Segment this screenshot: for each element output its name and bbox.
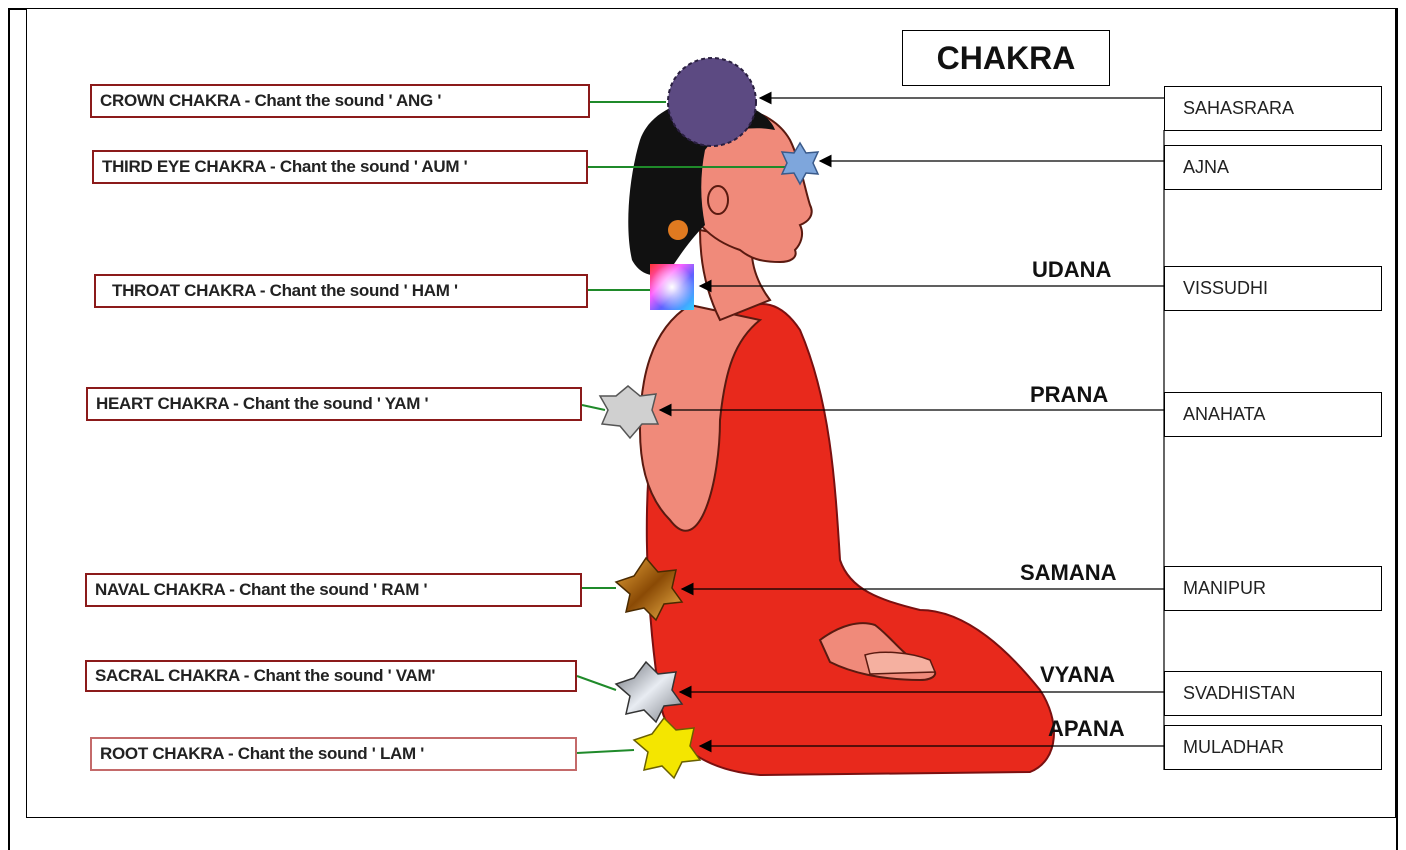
label-third-eye-chakra: THIRD EYE CHAKRA - Chant the sound ' AUM…: [92, 150, 588, 184]
name-manipur: MANIPUR: [1164, 566, 1382, 611]
crown-chakra-symbol: [668, 58, 756, 146]
label-root-chakra: ROOT CHAKRA - Chant the sound ' LAM ': [90, 737, 577, 771]
name-ajna: AJNA: [1164, 145, 1382, 190]
ear: [708, 186, 728, 214]
name-vissudhi: VISSUDHI: [1164, 266, 1382, 311]
vayu-prana: PRANA: [1030, 382, 1108, 408]
vayu-samana: SAMANA: [1020, 560, 1117, 586]
label-crown-chakra: CROWN CHAKRA - Chant the sound ' ANG ': [90, 84, 590, 118]
name-anahata: ANAHATA: [1164, 392, 1382, 437]
name-muladhar: MULADHAR: [1164, 725, 1382, 770]
diagram-title: CHAKRA: [902, 30, 1110, 86]
vayu-udana: UDANA: [1032, 257, 1111, 283]
earring: [668, 220, 688, 240]
name-sahasrara: SAHASRARA: [1164, 86, 1382, 131]
label-naval-chakra: NAVAL CHAKRA - Chant the sound ' RAM ': [85, 573, 582, 607]
label-sacral-chakra: SACRAL CHAKRA - Chant the sound ' VAM': [85, 660, 577, 692]
name-svadhistan: SVADHISTAN: [1164, 671, 1382, 716]
label-throat-chakra: THROAT CHAKRA - Chant the sound ' HAM ': [94, 274, 588, 308]
vayu-apana: APANA: [1048, 716, 1125, 742]
vayu-vyana: VYANA: [1040, 662, 1115, 688]
label-heart-chakra: HEART CHAKRA - Chant the sound ' YAM ': [86, 387, 582, 421]
